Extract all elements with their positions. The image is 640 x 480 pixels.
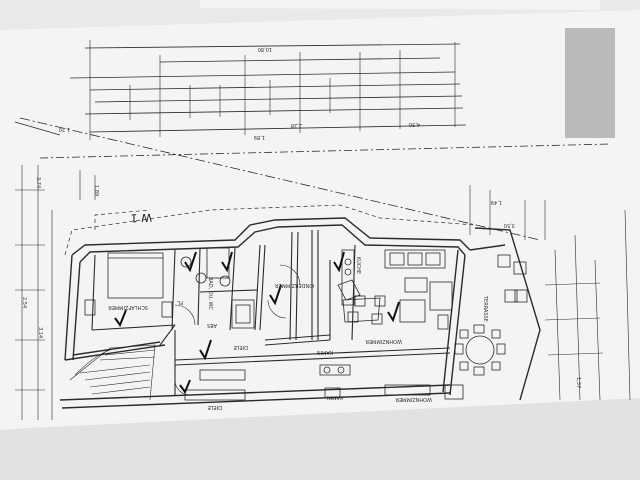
- dimension-labels: 10,80 1,20 2,28 1,89 4,30 1,49 3,74 1,89…: [21, 46, 581, 388]
- dim-left-d: 3,14: [37, 327, 43, 338]
- dim-top-d: 4,30: [409, 121, 420, 127]
- dimension-right: [469, 185, 631, 401]
- floor-label: W 1: [130, 211, 152, 225]
- paper-lower-fold: [0, 398, 640, 480]
- room-label-abs: ABS: [207, 322, 217, 328]
- kitchen-furniture: [337, 249, 386, 325]
- terrace-table: [444, 254, 528, 400]
- dim-left-a: 3,74: [35, 177, 41, 188]
- dim-right-b: 1,37: [575, 377, 581, 388]
- dim-top-c: 1,89: [254, 134, 265, 140]
- room-label-wohnzimmer-lower: WOHNZIMMER: [395, 396, 432, 402]
- room-label-diele-lower: DIELE: [208, 404, 222, 410]
- room-label-schlafzimmer: SCHLAFZIMMER: [108, 304, 148, 310]
- room-label-kamin: KAMIN: [317, 349, 333, 355]
- dimension-block-top: [39, 40, 611, 159]
- dimension-left: [15, 165, 96, 420]
- room-label-kinderzimmer: KINDERZIMMER: [274, 282, 314, 288]
- shadow-patch: [565, 28, 615, 138]
- plan-labels: W 1 SCHLAFZIMMER BAD, DU, WC FL ABS DIEL…: [108, 211, 488, 410]
- site-boundary-line: [19, 117, 541, 241]
- bed: [107, 252, 164, 299]
- room-label-terrasse: TERRASSE: [482, 295, 488, 322]
- lower-counter: [184, 364, 431, 401]
- dim-top-b: 2,28: [291, 122, 302, 128]
- room-label-fl: FL: [177, 299, 183, 305]
- room-label-wohnzimmer: WOHNZIMMER: [365, 338, 402, 344]
- dim-right-a: 3,50: [504, 222, 515, 228]
- dim-left-b: 1,89: [93, 185, 99, 196]
- handwritten-check-marks: [114, 251, 400, 395]
- dim-top-total: 10,80: [258, 46, 272, 52]
- room-label-kueche: KÜCHE: [355, 257, 362, 274]
- upper-floor-outline: [64, 204, 476, 256]
- bathroom-fixtures: [180, 247, 255, 329]
- nightstand: [84, 299, 96, 316]
- room-label-diele: DIELE: [234, 344, 248, 350]
- dim-left-c: 2,54: [21, 297, 27, 308]
- drawing: [14, 40, 631, 420]
- room-label-kamin-lower: KAMIN: [327, 394, 343, 400]
- staircase: [69, 344, 156, 401]
- door-swings: [174, 264, 301, 396]
- living-room-furniture: [384, 249, 453, 330]
- interior-walls: [91, 230, 451, 395]
- dim-top-a: 1,20: [59, 126, 70, 132]
- room-label-bad: BAD, DU, WC: [207, 277, 213, 311]
- dim-top-e: 1,49: [491, 199, 502, 205]
